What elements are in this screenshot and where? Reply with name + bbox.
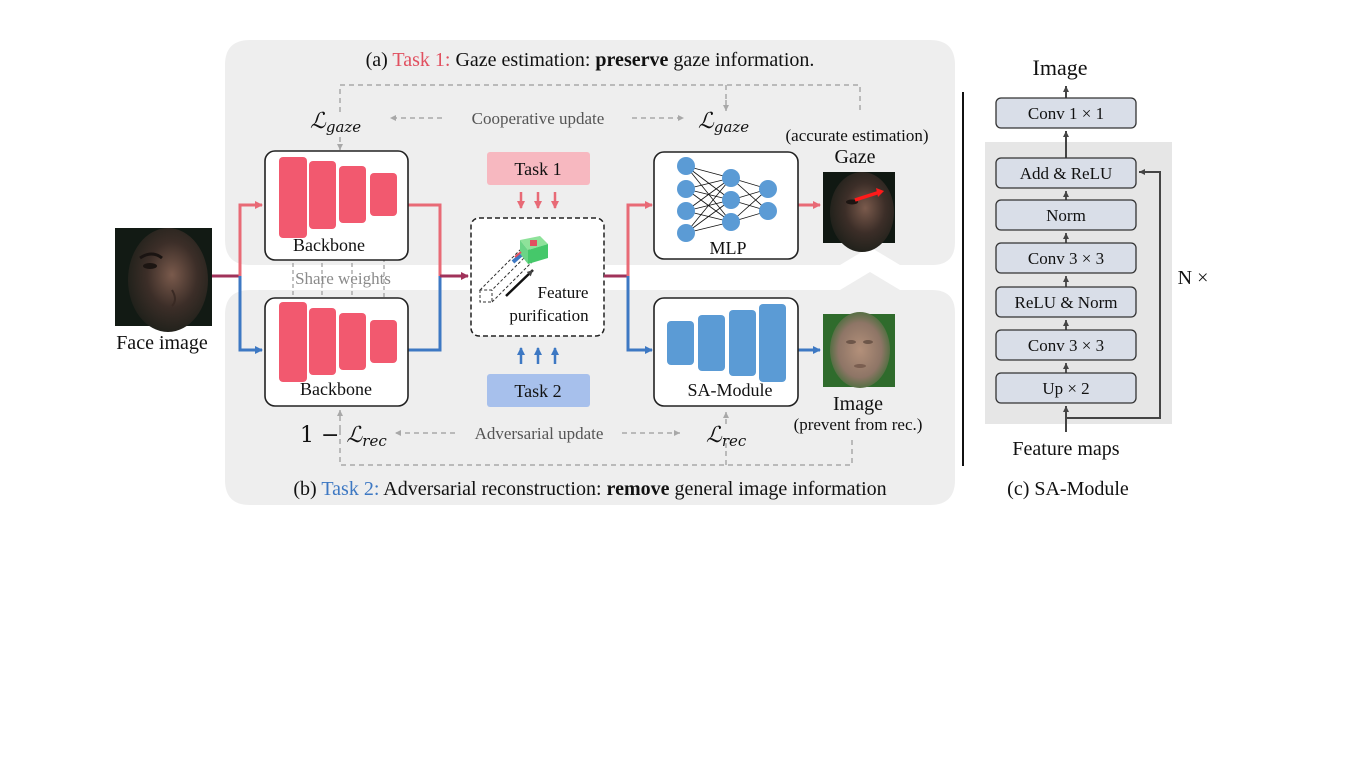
feature-label-line1: Feature xyxy=(538,283,589,302)
gaze-note: (accurate estimation) xyxy=(785,126,928,145)
panel-b-caption: (b) Task 2: Adversarial reconstruction: … xyxy=(293,478,886,500)
svg-text:Conv 1 × 1: Conv 1 × 1 xyxy=(1028,104,1104,123)
task2-label: Task 2 xyxy=(514,381,561,401)
sa-module-label: SA-Module xyxy=(688,380,773,400)
feature-label-line2: purification xyxy=(509,306,589,325)
svg-text:Up × 2: Up × 2 xyxy=(1042,379,1089,398)
backbone-top-layers xyxy=(279,157,397,238)
sa-block-norm: Norm xyxy=(995,199,1137,231)
panel-b-text: Adversarial reconstruction: xyxy=(379,478,606,500)
mlp-network-icon xyxy=(677,157,777,242)
face-image xyxy=(115,228,212,332)
sa-block-add-relu: Add & ReLU xyxy=(995,157,1137,189)
mlp-label: MLP xyxy=(709,238,746,258)
panel-c-repeat-label: N × xyxy=(1178,267,1209,289)
panel-b-prefix: (b) xyxy=(293,478,321,500)
panel-c-top-label: Image xyxy=(1033,55,1088,80)
panel-b-bold: remove xyxy=(607,478,670,500)
panel-c-skip-connection xyxy=(1066,169,1161,419)
panel-a-text-end: gaze information. xyxy=(668,49,814,71)
task2-box xyxy=(487,374,590,407)
task1-box xyxy=(487,152,590,185)
backbone-bottom-layers xyxy=(279,302,397,382)
loss-rec-left: 1 − ℒrec xyxy=(300,423,387,450)
backbone-top-label: Backbone xyxy=(293,235,365,255)
loss-gaze-left: ℒgaze xyxy=(310,109,361,136)
loss-feedback-lines xyxy=(337,84,861,466)
panel-a-prefix: (a) xyxy=(366,49,393,71)
panel-a-caption: (a) Task 1: Gaze estimation: preserve ga… xyxy=(366,49,815,71)
panel-a-text: Gaze estimation: xyxy=(450,49,595,71)
backbone-bottom-label: Backbone xyxy=(300,379,372,399)
svg-text:Add & ReLU: Add & ReLU xyxy=(1020,164,1113,183)
loss-gaze-right: ℒgaze xyxy=(698,109,749,136)
svg-text:Conv 3 × 3: Conv 3 × 3 xyxy=(1028,336,1104,355)
task2-arrows xyxy=(517,347,559,364)
panel-b-text-end: general image information xyxy=(669,478,886,500)
reconstructed-image xyxy=(823,312,895,388)
task1-label: Task 1 xyxy=(514,159,561,179)
svg-text:Conv 3 × 3: Conv 3 × 3 xyxy=(1028,249,1104,268)
gaze-direction-arrow xyxy=(854,190,881,202)
purification-arrow xyxy=(505,269,534,297)
sa-block-upsample: Up × 2 xyxy=(995,372,1137,404)
image-output-note: (prevent from rec.) xyxy=(794,415,923,434)
svg-text:Norm: Norm xyxy=(1046,206,1086,225)
share-weights-label: Share weights xyxy=(295,269,391,288)
panel-c-input-label: Feature maps xyxy=(1012,438,1119,460)
share-weights-strip xyxy=(248,265,460,290)
gaze-title: Gaze xyxy=(834,146,875,168)
panel-c-caption: (c) SA-Module xyxy=(1007,478,1129,500)
task1-arrows xyxy=(517,192,559,209)
sa-block-conv1x1: Conv 1 × 1 xyxy=(995,97,1137,129)
face-image-label: Face image xyxy=(116,332,208,354)
panel-b-task-label: Task 2: xyxy=(321,478,379,500)
sa-block-conv3x3-bottom: Conv 3 × 3 xyxy=(995,329,1137,361)
gaze-output-image xyxy=(823,172,895,252)
panel-a-task-label: Task 1: xyxy=(392,49,450,71)
loss-rec-right: ℒrec xyxy=(706,423,747,450)
sa-module-layers xyxy=(667,304,786,382)
input-arrows xyxy=(212,201,469,354)
image-output-title: Image xyxy=(833,393,883,415)
output-arrows xyxy=(604,201,821,354)
sa-block-relu-norm: ReLU & Norm xyxy=(995,286,1137,318)
cooperative-update-label: Cooperative update xyxy=(472,109,605,128)
svg-text:ReLU & Norm: ReLU & Norm xyxy=(1015,293,1118,312)
sa-block-conv3x3-top: Conv 3 × 3 xyxy=(995,242,1137,274)
panel-a-bold: preserve xyxy=(595,49,668,71)
feature-cube-icon xyxy=(478,236,548,303)
adversarial-update-label: Adversarial update xyxy=(475,424,604,443)
